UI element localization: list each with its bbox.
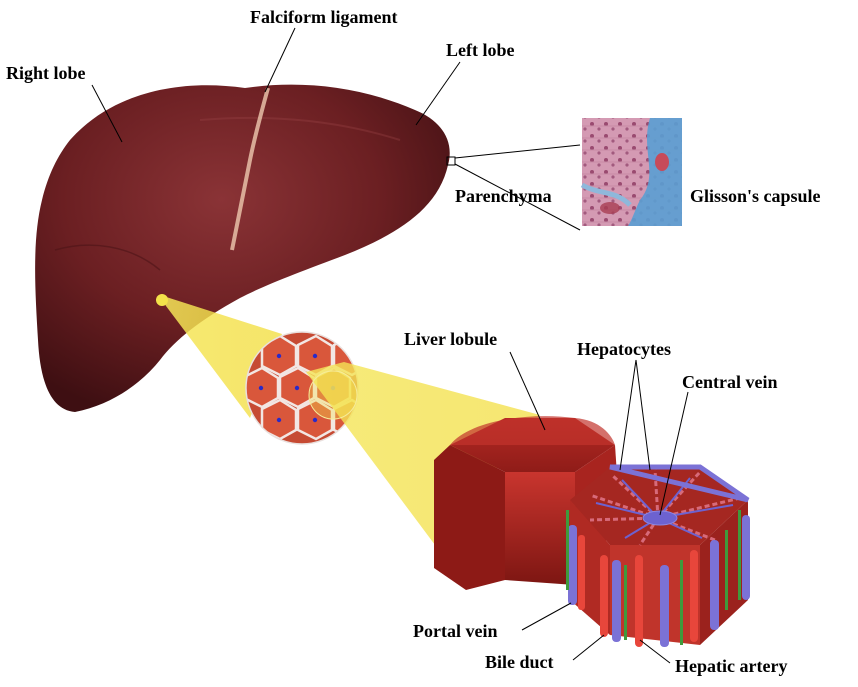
- hepatocytes-pointer-line-1: [620, 360, 636, 470]
- histology-image: [582, 118, 682, 226]
- bile-duct-pointer-line: [573, 635, 604, 660]
- left-lobe-label: Left lobe: [446, 40, 514, 60]
- falciform-pointer-line: [265, 28, 295, 92]
- hepatocytes-label: Hepatocytes: [577, 339, 671, 359]
- right-lobe-label: Right lobe: [6, 63, 86, 83]
- glissons-capsule-label: Glisson's capsule: [690, 186, 821, 206]
- lobule-cutaway: [570, 467, 748, 645]
- liver-lobule-label: Liver lobule: [404, 329, 497, 349]
- histology-connector-top: [455, 145, 580, 158]
- portal-vein-label: Portal vein: [413, 621, 497, 641]
- bile-duct-label: Bile duct: [485, 652, 554, 672]
- hepatic-artery-label: Hepatic artery: [675, 656, 787, 676]
- sample-dot: [156, 294, 168, 306]
- left-lobe-pointer-line: [416, 62, 460, 125]
- portal-vein-pointer-line: [522, 603, 571, 630]
- hepatocytes-pointer-line-2: [636, 360, 650, 470]
- lobule-focus-circle: [309, 371, 357, 419]
- falciform-ligament-label: Falciform ligament: [250, 7, 397, 27]
- central-vein-label: Central vein: [682, 372, 777, 392]
- parenchyma-label: Parenchyma: [455, 186, 552, 206]
